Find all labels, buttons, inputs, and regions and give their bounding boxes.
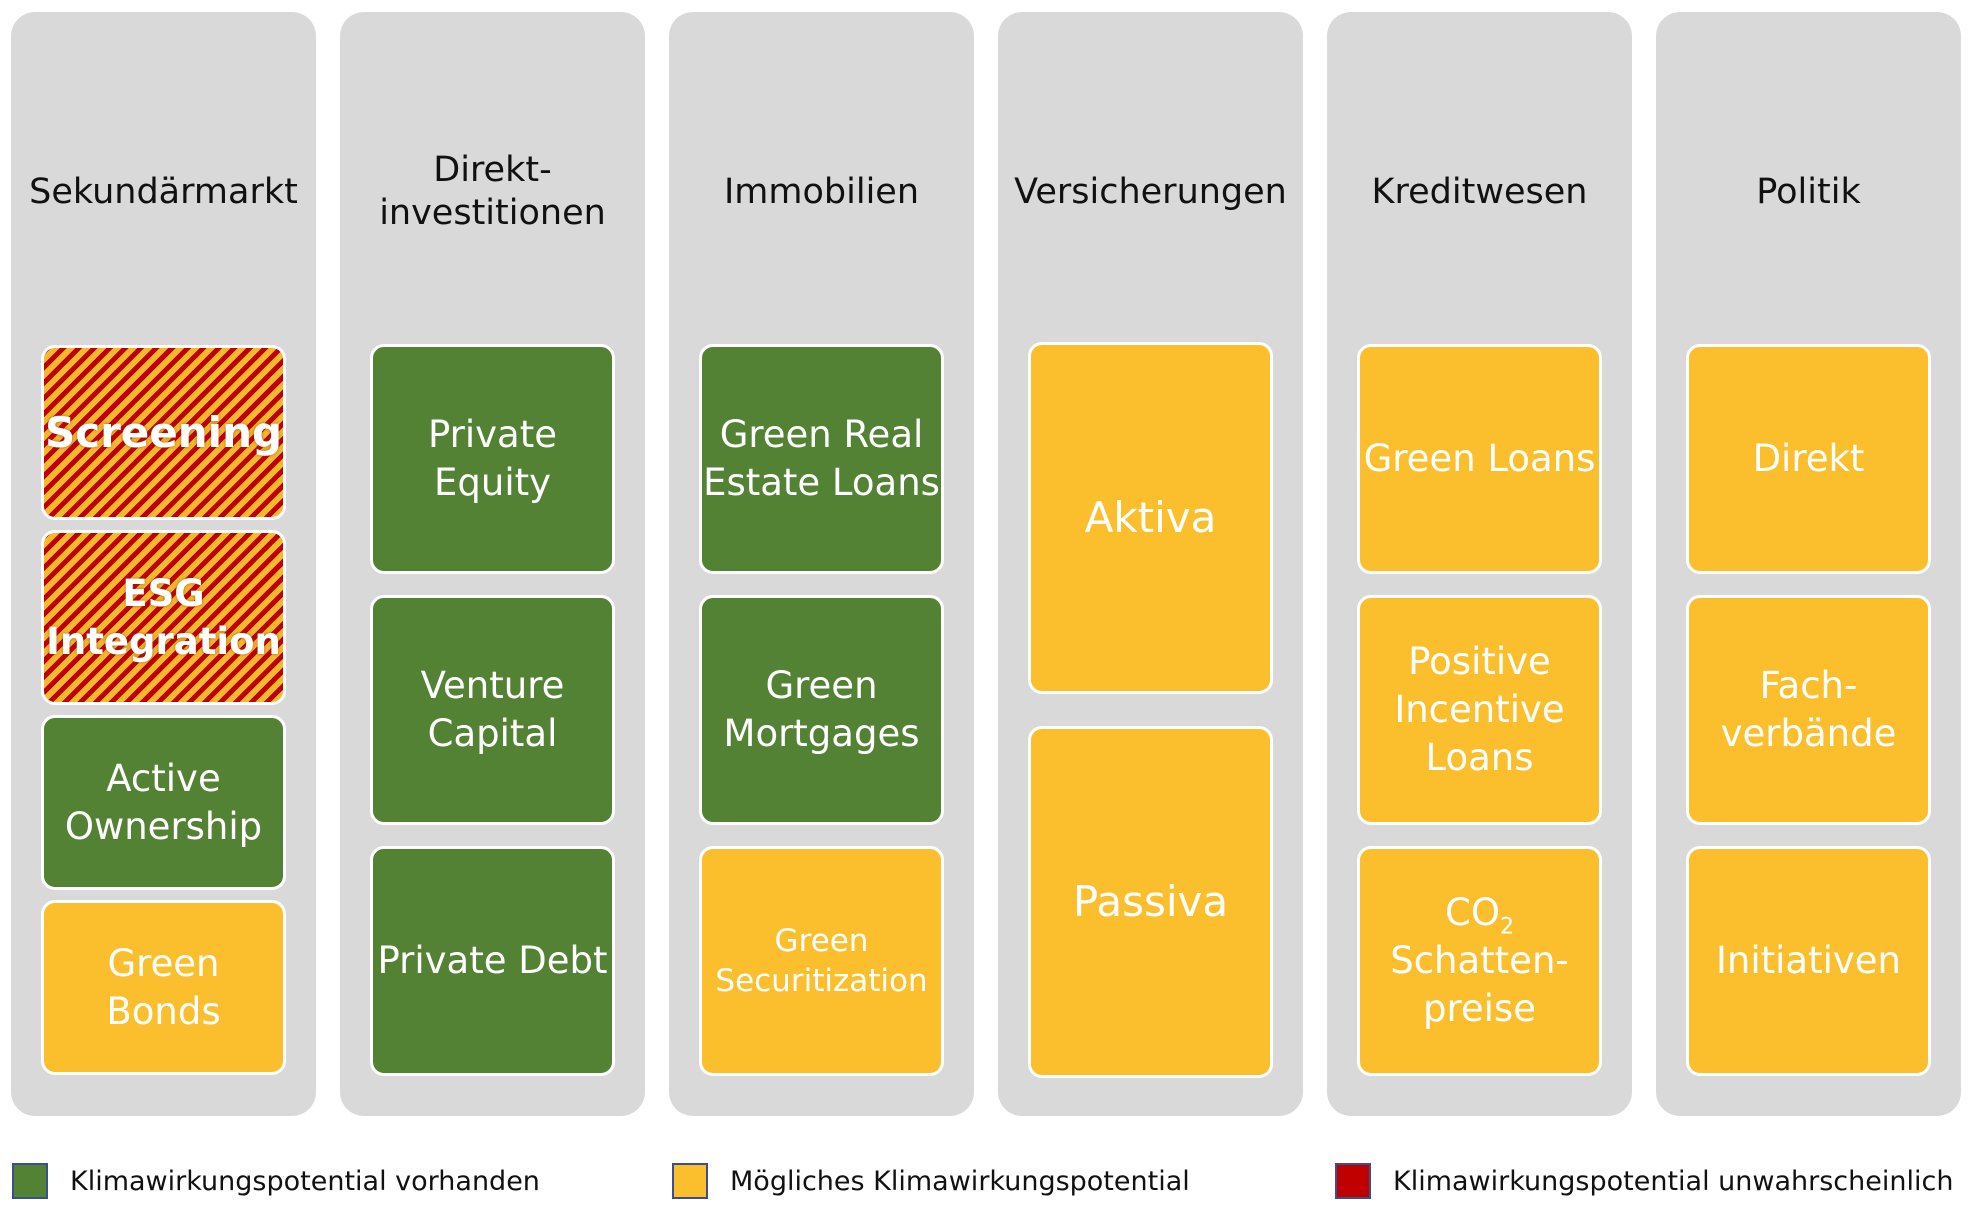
box-label: Venture Capital	[420, 664, 565, 755]
column-title: Versicherungen	[1014, 171, 1287, 212]
box-direkt: Direkt	[1686, 344, 1931, 574]
box-label: Positive Incentive Loans	[1394, 640, 1565, 779]
box-label: Direkt	[1752, 437, 1865, 480]
box-label: Green Securitization	[715, 923, 928, 999]
box-label: Active Ownership	[64, 756, 263, 848]
column-sekundaermarkt: Sekundärmarkt Screening ESG Integration …	[11, 12, 316, 1116]
box-label: ESG Integration	[46, 571, 281, 663]
box-label: Aktiva	[1084, 493, 1217, 542]
box-screening: Screening	[41, 345, 286, 520]
column-title: Immobilien	[723, 171, 920, 212]
legend-label: Klimawirkungspotential vorhanden	[70, 1165, 540, 1197]
box-label: Private Equity	[428, 413, 557, 504]
legend-item-present: Klimawirkungspotential vorhanden	[12, 1163, 540, 1199]
box-initiativen: Initiativen	[1686, 846, 1931, 1076]
box-label: Green Mortgages	[723, 664, 920, 755]
legend-label: Mögliches Klimawirkungspotential	[730, 1165, 1190, 1197]
column-politik: Politik Direkt Fach- verbände Initiative…	[1656, 12, 1961, 1116]
legend-item-possible: Mögliches Klimawirkungspotential	[672, 1163, 1190, 1199]
legend-swatch-green	[12, 1163, 48, 1199]
legend-label: Klimawirkungspotential unwahrscheinlich	[1393, 1165, 1954, 1197]
column-kreditwesen: Kreditwesen Green Loans Positive Incenti…	[1327, 12, 1632, 1116]
box-label: Private Debt	[377, 939, 608, 982]
box-green-loans: Green Loans	[1357, 344, 1602, 574]
box-aktiva: Aktiva	[1028, 342, 1273, 694]
legend-swatch-red	[1335, 1163, 1371, 1199]
legend-item-unlikely: Klimawirkungspotential unwahrscheinlich	[1335, 1163, 1953, 1199]
co2-subscript: 2	[1499, 914, 1514, 940]
column-title: Sekundärmarkt	[29, 171, 298, 212]
box-active-ownership: Active Ownership	[41, 715, 286, 890]
box-green-securitization: Green Securitization	[699, 846, 944, 1076]
box-label: Green Bonds	[106, 941, 221, 1033]
legend-swatch-yellow	[672, 1163, 708, 1199]
box-green-bonds: Green Bonds	[41, 900, 286, 1075]
box-private-equity: Private Equity	[370, 344, 615, 574]
column-versicherungen: Versicherungen Aktiva Passiva	[998, 12, 1303, 1116]
box-label: Screening	[44, 407, 283, 457]
box-label: Fach- verbände	[1720, 664, 1897, 755]
box-venture-capital: Venture Capital	[370, 595, 615, 825]
column-direktinvestitionen: Direkt- investitionen Private Equity Ven…	[340, 12, 645, 1116]
box-label: Green Loans	[1363, 437, 1596, 480]
column-title: Kreditwesen	[1371, 171, 1588, 212]
box-positive-incentive-loans: Positive Incentive Loans	[1357, 595, 1602, 825]
box-label: Initiativen	[1716, 939, 1901, 982]
co2-label: CO	[1445, 891, 1500, 934]
co2-rest-label: Schatten- preise	[1390, 939, 1569, 1030]
box-label: Green Real Estate Loans	[703, 413, 940, 504]
column-immobilien: Immobilien Green Real Estate Loans Green…	[669, 12, 974, 1116]
box-label: Passiva	[1072, 877, 1229, 926]
box-esg-integration: ESG Integration	[41, 530, 286, 705]
box-fachverbaende: Fach- verbände	[1686, 595, 1931, 825]
box-green-mortgages: Green Mortgages	[699, 595, 944, 825]
box-private-debt: Private Debt	[370, 846, 615, 1076]
column-title: Direkt- investitionen	[379, 150, 606, 233]
box-green-real-estate-loans: Green Real Estate Loans	[699, 344, 944, 574]
column-title: Politik	[1756, 171, 1861, 212]
box-passiva: Passiva	[1028, 726, 1273, 1078]
